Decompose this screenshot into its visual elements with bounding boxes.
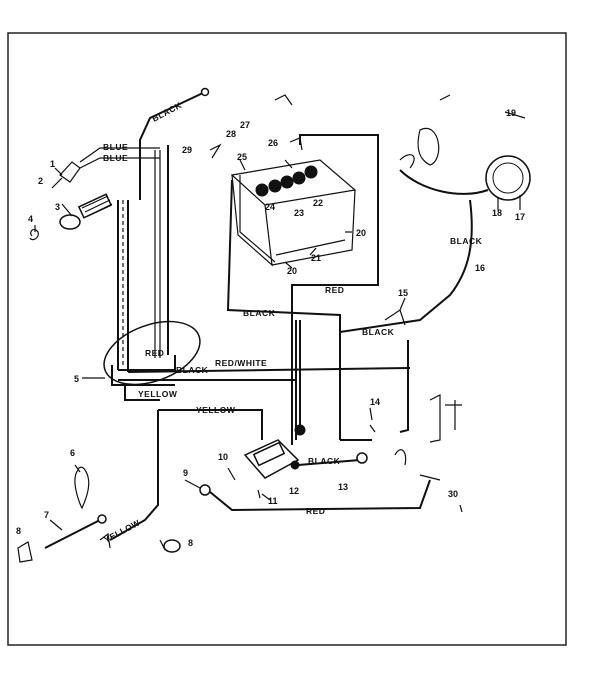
part-number-8b: 8 bbox=[188, 538, 193, 548]
part-number-6: 6 bbox=[70, 448, 75, 458]
label-black-right: BLACK bbox=[450, 236, 483, 246]
diagram-frame bbox=[7, 32, 567, 646]
part-number-29: 29 bbox=[182, 145, 192, 155]
junction-callout bbox=[103, 320, 201, 386]
label-red-battery: RED bbox=[325, 285, 344, 295]
label-black-solenoid: BLACK bbox=[308, 456, 341, 466]
label-blue-1: BLUE bbox=[103, 142, 128, 152]
label-yellow-3: YELLOW bbox=[102, 517, 142, 545]
label-blue-2: BLUE bbox=[103, 153, 128, 163]
part-number-14: 14 bbox=[370, 397, 380, 407]
main-harness bbox=[111, 87, 411, 386]
label-black-top: BLACK bbox=[150, 100, 183, 124]
part-number-2: 2 bbox=[38, 176, 43, 186]
part-number-12: 12 bbox=[289, 486, 299, 496]
yellow-wires bbox=[17, 385, 263, 563]
part-number-11: 11 bbox=[268, 496, 278, 506]
part-number-3: 3 bbox=[55, 202, 60, 212]
part-number-15: 15 bbox=[398, 288, 408, 298]
ignition-switch bbox=[29, 161, 113, 241]
part-number-17: 17 bbox=[515, 212, 525, 222]
part-number-20: 20 bbox=[356, 228, 366, 238]
part-number-27: 27 bbox=[240, 120, 250, 130]
label-yellow-2: YELLOW bbox=[196, 405, 236, 415]
part-number-28: 28 bbox=[226, 129, 236, 139]
part-number-18: 18 bbox=[492, 208, 502, 218]
part-number-16: 16 bbox=[475, 263, 485, 273]
part-number-5: 5 bbox=[74, 374, 79, 384]
part-number-13: 13 bbox=[338, 482, 348, 492]
label-yellow-1: YELLOW bbox=[138, 389, 178, 399]
label-red-white: RED/WHITE bbox=[215, 358, 267, 368]
part-number-25: 25 bbox=[237, 152, 247, 162]
label-red-bottom: RED bbox=[306, 506, 325, 516]
part-number-26: 26 bbox=[268, 138, 278, 148]
part-number-7: 7 bbox=[44, 510, 49, 520]
part-number-20b: 20 bbox=[287, 266, 297, 276]
part-number-24: 24 bbox=[265, 202, 275, 212]
part-number-30: 30 bbox=[448, 489, 458, 499]
label-black-harness: BLACK bbox=[362, 327, 395, 337]
part-number-22: 22 bbox=[313, 198, 323, 208]
blue-wires bbox=[79, 147, 160, 169]
label-black-harness-2: BLACK bbox=[176, 365, 209, 375]
part-number-9: 9 bbox=[183, 468, 188, 478]
part-number-19: 19 bbox=[506, 108, 516, 118]
battery-assembly bbox=[209, 94, 379, 445]
part-number-21: 21 bbox=[311, 253, 321, 263]
part-number-23: 23 bbox=[294, 208, 304, 218]
leader-lines bbox=[34, 159, 521, 531]
part-number-10: 10 bbox=[218, 452, 228, 462]
solenoid-assembly bbox=[199, 424, 431, 512]
headlights bbox=[339, 94, 531, 433]
part-number-1: 1 bbox=[50, 159, 55, 169]
part-number-8a: 8 bbox=[16, 526, 21, 536]
label-black-battery: BLACK bbox=[243, 308, 276, 318]
part-number-4: 4 bbox=[28, 214, 33, 224]
label-red-harness: RED bbox=[145, 348, 164, 358]
